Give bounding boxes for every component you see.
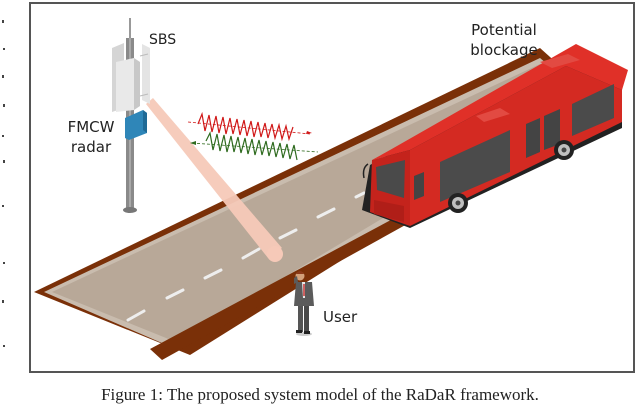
figure-caption: Figure 1: The proposed system model of t…: [101, 385, 539, 404]
user-figure: [294, 271, 314, 336]
system-model-illustration: [34, 18, 628, 360]
beam: [146, 98, 283, 262]
blockage-label-line2: blockage: [470, 41, 538, 59]
user-label: User: [323, 308, 358, 326]
fmcw-label-line1: FMCW: [67, 118, 115, 136]
fmcw-radar-label: FMCW radar: [63, 117, 119, 157]
left-margin-text-fragments: [2, 20, 5, 347]
fmcw-radar-box: [125, 110, 147, 140]
sbs-label: SBS: [149, 32, 177, 48]
fmcw-label-line2: radar: [70, 138, 112, 156]
potential-blockage-label: Potential blockage: [461, 20, 547, 60]
blockage-label-line1: Potential: [471, 21, 537, 39]
bus: [362, 44, 628, 228]
fmcw-waves: [187, 111, 319, 161]
